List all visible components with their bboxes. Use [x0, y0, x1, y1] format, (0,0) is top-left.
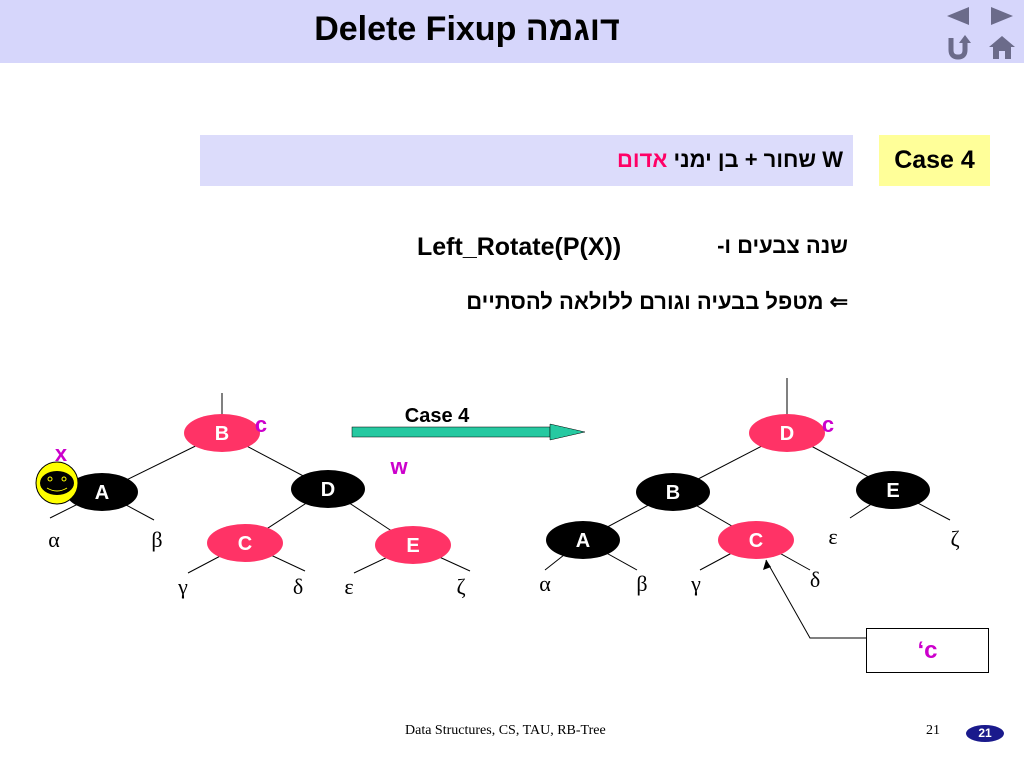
left-node-a: A: [66, 473, 138, 511]
node-label: D: [780, 423, 794, 445]
node-label: C: [749, 530, 763, 552]
right-node-b: B: [636, 473, 710, 511]
home-button[interactable]: [980, 32, 1024, 62]
left-node-d: D: [291, 470, 365, 508]
node-label: C: [238, 533, 252, 555]
footer-text: Data Structures, CS, TAU, RB-Tree: [405, 723, 606, 738]
leaf-epsilon: ε: [828, 524, 837, 549]
c-prime-pointer: [763, 559, 866, 639]
left-node-e: E: [375, 526, 451, 564]
leaf-alpha: α: [48, 527, 60, 552]
leaf-alpha: α: [539, 571, 551, 596]
case-red-word: אדום: [617, 147, 668, 172]
implies-arrow: ⇐: [829, 289, 848, 314]
case-condition-text: W שחור + בן ימני אדום: [617, 147, 843, 173]
action-hebrew: שנה צבעים ו-: [717, 233, 848, 258]
node-label: A: [95, 482, 109, 504]
leaf-delta: δ: [810, 567, 820, 592]
right-node-c: C: [718, 521, 794, 559]
w-label: w: [389, 454, 408, 479]
next-slide-button[interactable]: [980, 1, 1024, 31]
nav-panel: [934, 0, 1024, 63]
case-prefix: W: [822, 147, 843, 172]
leaf-gamma: γ: [690, 571, 701, 596]
title-bar: [0, 0, 934, 63]
node-label: E: [406, 535, 419, 557]
leaf-delta: δ: [293, 574, 303, 599]
c-prime-box: ‘c: [866, 628, 989, 673]
right-node-e: E: [856, 471, 930, 509]
smiley-icon: [35, 461, 79, 505]
right-node-d: D: [749, 414, 825, 452]
slide-title: Delete Fixup דוגמה: [314, 10, 620, 48]
case-transition-arrow: [351, 423, 586, 441]
leaf-beta: β: [151, 527, 162, 552]
node-label: E: [886, 480, 899, 502]
case-label-box: Case 4: [879, 135, 990, 186]
case-text-main: שחור + בן ימני: [673, 147, 817, 172]
leaf-gamma: γ: [177, 574, 188, 599]
action-code: Left_Rotate(P(X)): [417, 233, 622, 261]
case-condition-bar: W שחור + בן ימני אדום: [200, 135, 853, 186]
home-icon: [989, 36, 1015, 59]
right-leaves: α β γ δ ε ζ: [539, 524, 959, 596]
action-result: מטפל בבעיה וגורם ללולאה להסתיים: [466, 289, 824, 314]
node-label: A: [576, 530, 590, 552]
x-label: x: [55, 441, 68, 466]
return-button[interactable]: [936, 32, 980, 62]
right-node-a: A: [546, 521, 620, 559]
page-badge: 21: [966, 725, 1004, 742]
node-label: B: [215, 423, 229, 445]
arrow-label: Case 4: [405, 405, 470, 427]
return-icon: [948, 35, 971, 60]
leaf-beta: β: [636, 571, 647, 596]
page-number: 21: [926, 723, 940, 738]
left-node-b: B: [184, 414, 260, 452]
left-leaves: α β γ δ ε ζ: [48, 527, 465, 599]
leaf-epsilon: ε: [344, 574, 353, 599]
color-mark-c: c: [255, 412, 267, 437]
leaf-zeta: ζ: [950, 526, 959, 551]
color-mark-c: c: [822, 412, 834, 437]
triangle-left-icon: [947, 7, 969, 25]
leaf-zeta: ζ: [456, 574, 465, 599]
left-node-c: C: [207, 524, 283, 562]
prev-slide-button[interactable]: [936, 1, 980, 31]
node-label: B: [666, 482, 680, 504]
node-label: D: [321, 479, 335, 501]
triangle-right-icon: [991, 7, 1013, 25]
action-result-line: ⇐ מטפל בבעיה וגורם ללולאה להסתיים: [466, 289, 848, 315]
